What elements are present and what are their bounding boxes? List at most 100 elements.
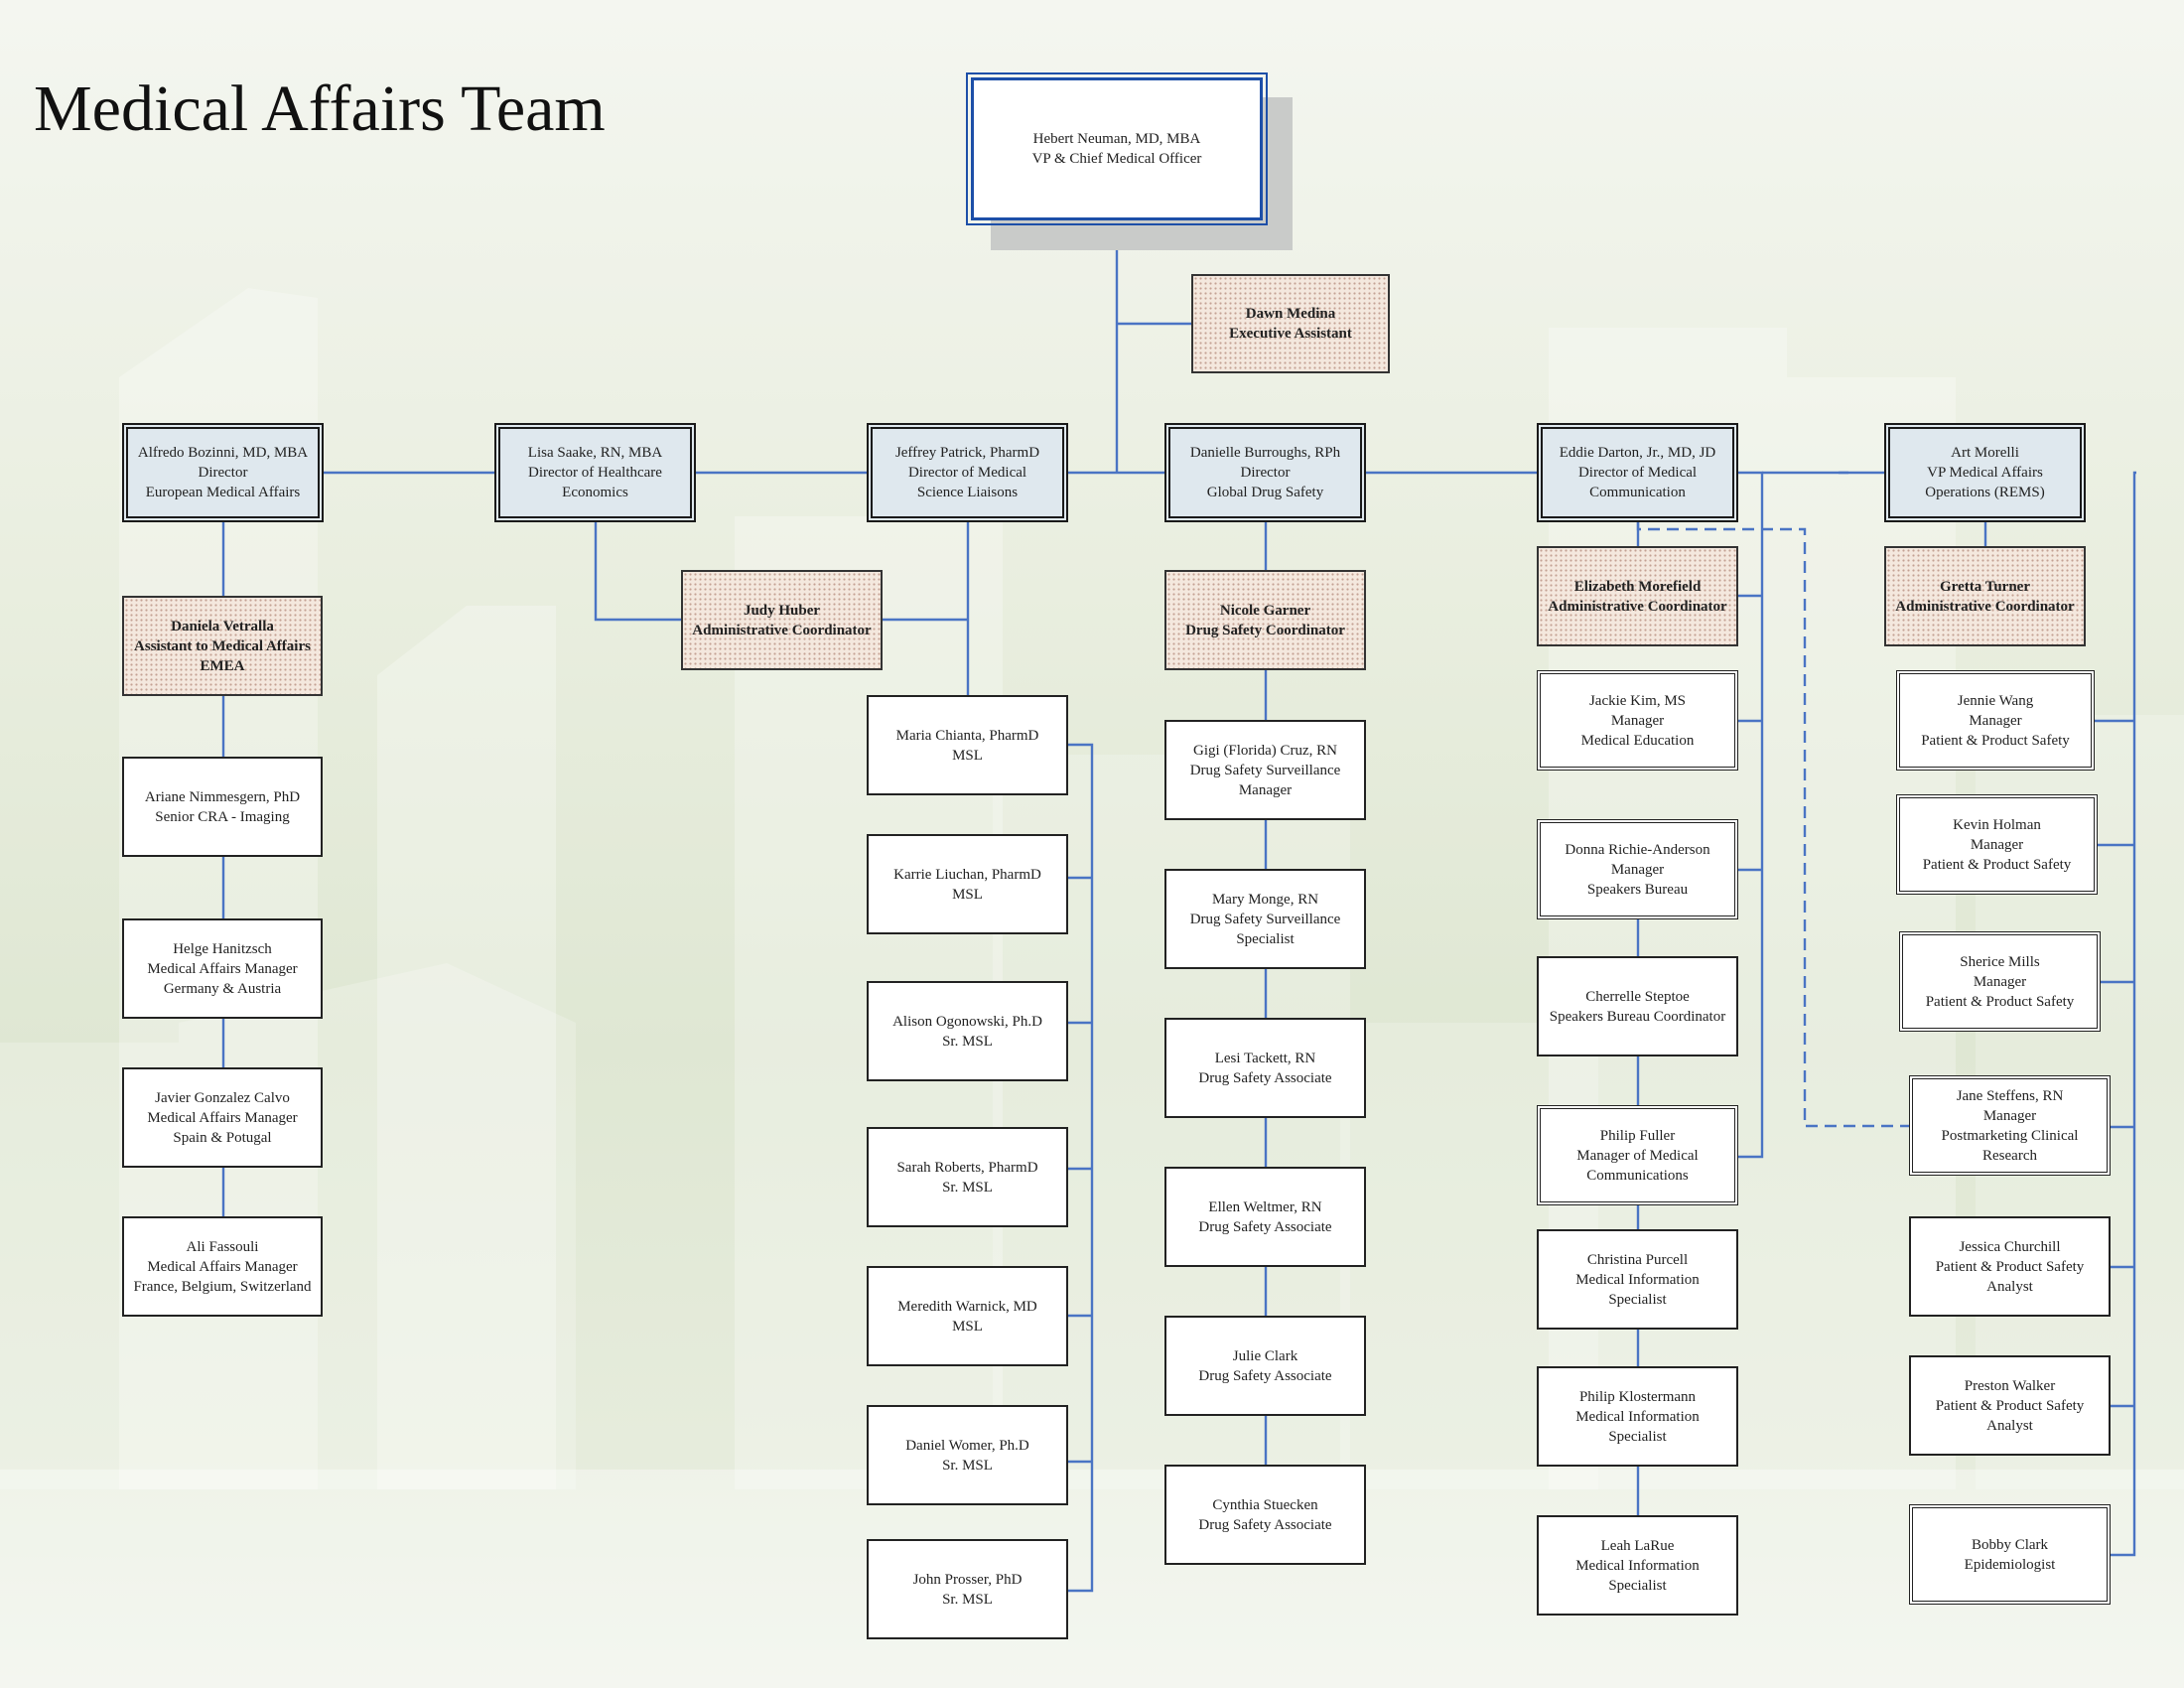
node-name: Bobby Clark: [1971, 1536, 2049, 1553]
node-dept: Specialist: [1608, 1291, 1667, 1308]
node-name: Leah LaRue: [1600, 1537, 1675, 1554]
org-node-jessica-churchill[interactable]: Jessica Churchill Patient & Product Safe…: [1909, 1216, 2111, 1317]
node-name: Eddie Darton, Jr., MD, JD: [1559, 445, 1716, 461]
node-role: Director of Medical: [1577, 465, 1698, 481]
org-node-helge-hanitzsch[interactable]: Helge Hanitzsch Medical Affairs Manager …: [122, 918, 323, 1019]
org-node-danielle-burroughs[interactable]: Danielle Burroughs, RPh Director Global …: [1164, 423, 1366, 522]
node-dept: EMEA: [200, 657, 245, 674]
org-node-sherice-mills[interactable]: Sherice Mills Manager Patient & Product …: [1899, 931, 2101, 1032]
org-node-javier-gonzalez-calvo[interactable]: Javier Gonzalez Calvo Medical Affairs Ma…: [122, 1067, 323, 1168]
node-name: Helge Hanitzsch: [173, 940, 272, 957]
node-role: Administrative Coordinator: [1895, 598, 2075, 615]
org-node-karrie-liuchan[interactable]: Karrie Liuchan, PharmD MSL: [867, 834, 1068, 934]
node-name: Ellen Weltmer, RN: [1208, 1198, 1322, 1215]
org-node-kevin-holman[interactable]: Kevin Holman Manager Patient & Product S…: [1896, 794, 2098, 895]
node-name: Gigi (Florida) Cruz, RN: [1193, 742, 1337, 759]
org-node-ceo[interactable]: Hebert Neuman, MD, MBA VP & Chief Medica…: [966, 72, 1268, 225]
org-node-judy-huber[interactable]: Judy Huber Administrative Coordinator: [681, 570, 883, 670]
org-node-cynthia-stuecken[interactable]: Cynthia Stuecken Drug Safety Associate: [1164, 1465, 1366, 1565]
node-role: Patient & Product Safety: [1935, 1258, 2085, 1275]
node-name: Hebert Neuman, MD, MBA: [1032, 131, 1201, 147]
org-node-alison-ogonowski[interactable]: Alison Ogonowski, Ph.D Sr. MSL: [867, 981, 1068, 1081]
node-dept: Analyst: [1986, 1278, 2033, 1295]
node-name: Lesi Tackett, RN: [1214, 1050, 1316, 1066]
node-role: Drug Safety Surveillance: [1189, 911, 1341, 927]
node-name: Cynthia Stuecken: [1212, 1496, 1318, 1513]
org-node-christina-purcell[interactable]: Christina Purcell Medical Information Sp…: [1537, 1229, 1738, 1330]
org-node-elizabeth-morefield[interactable]: Elizabeth Morefield Administrative Coord…: [1537, 546, 1738, 646]
node-role: VP Medical Affairs: [1927, 465, 2043, 481]
org-node-julie-clark[interactable]: Julie Clark Drug Safety Associate: [1164, 1316, 1366, 1416]
node-name: Jessica Churchill: [1959, 1238, 2061, 1255]
org-node-meredith-warnick[interactable]: Meredith Warnick, MD MSL: [867, 1266, 1068, 1366]
node-role: Medical Information: [1575, 1271, 1700, 1288]
org-node-jane-steffens[interactable]: Jane Steffens, RN Manager Postmarketing …: [1909, 1075, 2111, 1176]
org-node-daniela-vetralla[interactable]: Daniela Vetralla Assistant to Medical Af…: [122, 596, 323, 696]
org-node-alfredo-bozinni[interactable]: Alfredo Bozinni, MD, MBA Director Europe…: [122, 423, 324, 522]
node-dept: Patient & Product Safety: [1921, 732, 2070, 749]
org-node-jeffrey-patrick[interactable]: Jeffrey Patrick, PharmD Director of Medi…: [867, 423, 1068, 522]
org-node-ali-fassouli[interactable]: Ali Fassouli Medical Affairs Manager Fra…: [122, 1216, 323, 1317]
node-name: Kevin Holman: [1953, 816, 2041, 833]
org-node-gigi-cruz[interactable]: Gigi (Florida) Cruz, RN Drug Safety Surv…: [1164, 720, 1366, 820]
node-dept: Postmarketing Clinical: [1941, 1127, 2079, 1144]
node-dept: Medical Education: [1580, 732, 1695, 749]
node-name: Christina Purcell: [1586, 1251, 1689, 1268]
node-name: Julie Clark: [1232, 1347, 1298, 1364]
node-role: VP & Chief Medical Officer: [1031, 151, 1202, 167]
node-name: Lisa Saake, RN, MBA: [527, 445, 663, 461]
node-role: Executive Assistant: [1229, 326, 1352, 342]
org-node-eddie-darton[interactable]: Eddie Darton, Jr., MD, JD Director of Me…: [1537, 423, 1738, 522]
node-role: Sr. MSL: [942, 1033, 993, 1050]
org-node-donna-richie-anderson[interactable]: Donna Richie-Anderson Manager Speakers B…: [1537, 819, 1738, 919]
org-node-daniel-womer[interactable]: Daniel Womer, Ph.D Sr. MSL: [867, 1405, 1068, 1505]
org-node-lesi-tackett[interactable]: Lesi Tackett, RN Drug Safety Associate: [1164, 1018, 1366, 1118]
org-node-john-prosser[interactable]: John Prosser, PhD Sr. MSL: [867, 1539, 1068, 1639]
node-name: Sarah Roberts, PharmD: [896, 1159, 1038, 1176]
org-node-philip-klostermann[interactable]: Philip Klostermann Medical Information S…: [1537, 1366, 1738, 1467]
node-role: Director of Healthcare: [528, 465, 662, 481]
org-node-lisa-saake[interactable]: Lisa Saake, RN, MBA Director of Healthca…: [494, 423, 696, 522]
org-node-leah-larue[interactable]: Leah LaRue Medical Information Specialis…: [1537, 1515, 1738, 1616]
node-role: Manager: [1610, 712, 1665, 729]
org-node-jackie-kim[interactable]: Jackie Kim, MS Manager Medical Education: [1537, 670, 1738, 771]
node-name: Alison Ogonowski, Ph.D: [892, 1013, 1042, 1030]
node-role: Drug Safety Associate: [1198, 1218, 1332, 1235]
node-role: Manager: [1610, 861, 1665, 878]
org-node-cherrelle-steptoe[interactable]: Cherrelle Steptoe Speakers Bureau Coordi…: [1537, 956, 1738, 1056]
org-node-ellen-weltmer[interactable]: Ellen Weltmer, RN Drug Safety Associate: [1164, 1167, 1366, 1267]
node-name: Jennie Wang: [1957, 692, 2034, 709]
node-name: Philip Fuller: [1599, 1127, 1676, 1144]
org-node-sarah-roberts[interactable]: Sarah Roberts, PharmD Sr. MSL: [867, 1127, 1068, 1227]
org-node-maria-chianta[interactable]: Maria Chianta, PharmD MSL: [867, 695, 1068, 795]
org-node-art-morelli[interactable]: Art Morelli VP Medical Affairs Operation…: [1884, 423, 2086, 522]
org-node-dawn-medina[interactable]: Dawn Medina Executive Assistant: [1191, 274, 1390, 373]
node-dept: Specialist: [1608, 1577, 1667, 1594]
org-node-preston-walker[interactable]: Preston Walker Patient & Product Safety …: [1909, 1355, 2111, 1456]
node-name: Art Morelli: [1951, 445, 2019, 461]
node-name: Karrie Liuchan, PharmD: [893, 866, 1041, 883]
node-role: Director: [198, 465, 248, 481]
node-dept: Speakers Bureau: [1586, 881, 1689, 898]
node-dept: Spain & Potugal: [173, 1129, 272, 1146]
node-role: Drug Safety Associate: [1198, 1367, 1332, 1384]
node-dept: Science Liaisons: [916, 485, 1019, 500]
node-role: Manager: [1973, 973, 2027, 990]
org-node-ariane-nimmesgern[interactable]: Ariane Nimmesgern, PhD Senior CRA - Imag…: [122, 757, 323, 857]
org-node-mary-monge[interactable]: Mary Monge, RN Drug Safety Surveillance …: [1164, 869, 1366, 969]
org-node-jennie-wang[interactable]: Jennie Wang Manager Patient & Product Sa…: [1896, 670, 2095, 771]
org-node-gretta-turner[interactable]: Gretta Turner Administrative Coordinator: [1884, 546, 2086, 646]
org-node-philip-fuller[interactable]: Philip Fuller Manager of Medical Communi…: [1537, 1105, 1738, 1205]
node-role: Administrative Coordinator: [692, 622, 872, 638]
node-dept: Specialist: [1608, 1428, 1667, 1445]
node-dept: Operations (REMS): [1925, 485, 2045, 500]
node-role: Manager: [1970, 836, 2024, 853]
node-role: Director of Medical: [907, 465, 1027, 481]
org-node-bobby-clark[interactable]: Bobby Clark Epidemiologist: [1909, 1504, 2111, 1605]
org-node-nicole-garner[interactable]: Nicole Garner Drug Safety Coordinator: [1164, 570, 1366, 670]
node-name: Jane Steffens, RN: [1956, 1087, 2064, 1104]
node-dept: Manager: [1238, 781, 1293, 798]
node-name: Donna Richie-Anderson: [1565, 841, 1710, 858]
node-role: Administrative Coordinator: [1548, 598, 1727, 615]
